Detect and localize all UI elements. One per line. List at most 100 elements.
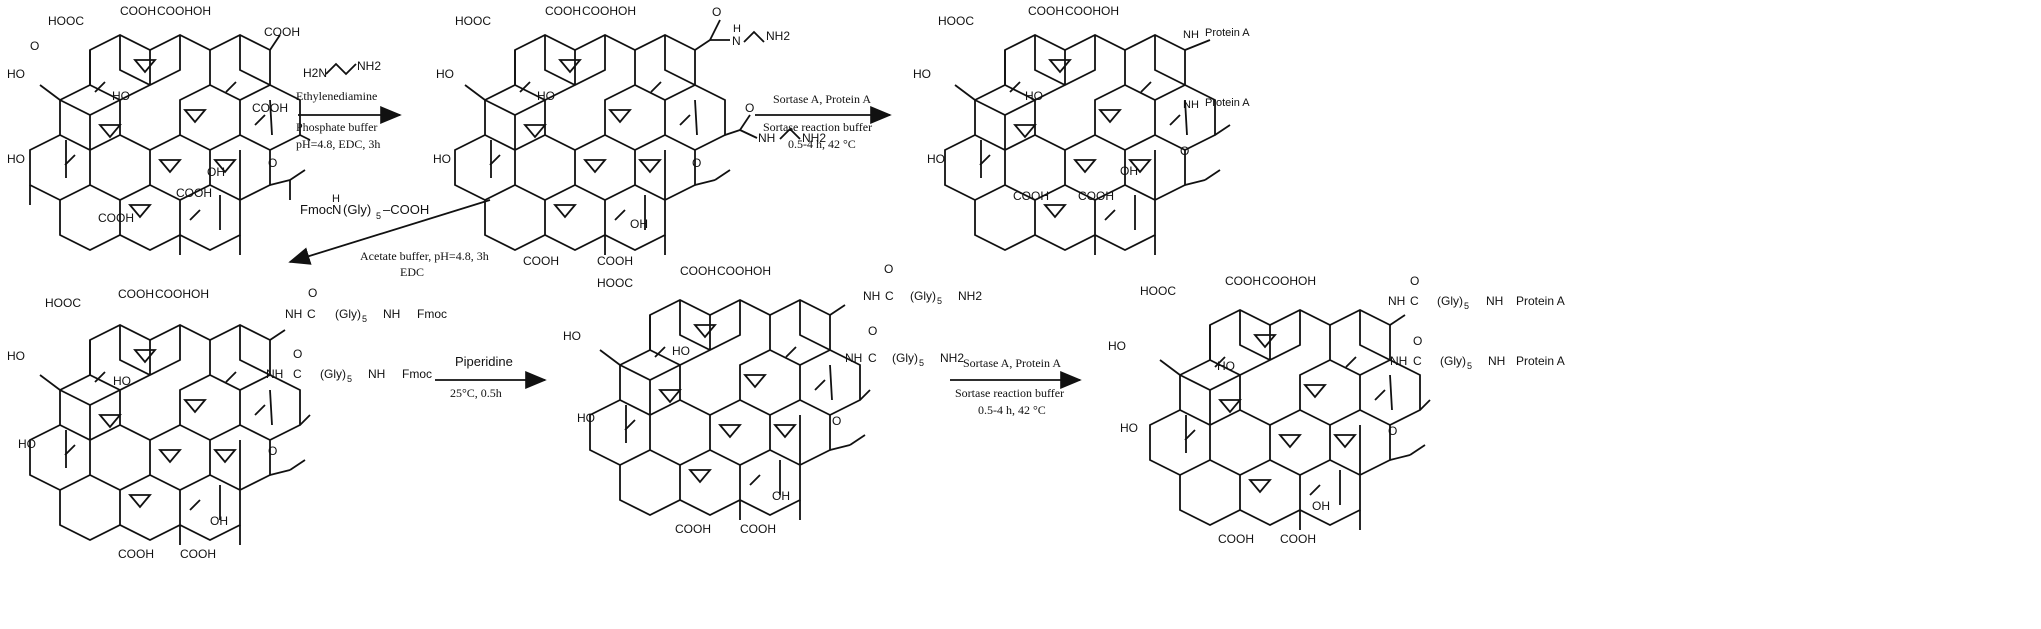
struct2-n-label-1: N — [732, 34, 741, 48]
struct3-protein-a-label-2: Protein A — [1205, 97, 1250, 109]
struct4-nh-label-2: NH — [266, 367, 283, 381]
struct2-o-label-acetyl: O — [692, 156, 701, 170]
structure-6-protein-a-glycine-conjugate — [1149, 309, 1431, 530]
struct2-nh2-label-1: NH2 — [766, 29, 790, 43]
struct4-c-label-2: C — [293, 367, 302, 381]
struct6-nh-label-2b: NH — [1488, 354, 1505, 368]
struct1-cooh-label-right: COOH — [264, 25, 300, 39]
struct4-hooc-label: HOOC — [45, 296, 81, 310]
struct2-nh-label-2: NH — [758, 131, 775, 145]
struct2-nh2-label-2: NH2 — [802, 131, 826, 145]
struct3-cooh-label-bottom-2: COOH — [1078, 189, 1114, 203]
struct3-hooc-label: HOOC — [938, 14, 974, 28]
struct4-o-label-2: O — [293, 347, 302, 361]
struct6-cooh-label-2: COOH — [1262, 274, 1298, 288]
struct6-o-label-1: O — [1410, 274, 1419, 288]
struct2-cooh-label-2: COOH — [582, 4, 618, 18]
step4-reagent: Piperidine — [455, 354, 513, 369]
struct1-cooh-label-mid: COOH — [252, 101, 288, 115]
struct6-nh-label-1b: NH — [1486, 294, 1503, 308]
struct5-c-label-2: C — [868, 351, 877, 365]
struct4-o-label-acetyl: O — [268, 444, 277, 458]
struct3-cooh-label-1: COOH — [1028, 4, 1064, 18]
struct2-oh-label-top: OH — [618, 4, 636, 18]
struct3-cooh-label-bottom-1: COOH — [1013, 189, 1049, 203]
struct2-h-label-1: H — [733, 23, 741, 35]
struct3-ho-label-left: HO — [913, 67, 931, 81]
struct6-c-label-1: C — [1410, 294, 1419, 308]
structure-2-amine-functionalized — [454, 19, 758, 255]
struct4-ho-label-bottom: HO — [18, 437, 36, 451]
struct5-ho-label-bottom: HO — [577, 411, 595, 425]
struct1-oh-label-bottom: OH — [207, 165, 225, 179]
step2-reagent: Sortase A, Protein A — [773, 92, 871, 106]
struct6-ho-label-mid: HO — [1217, 359, 1235, 373]
reaction-arrow-5: Sortase A, Protein A Sortase reaction bu… — [950, 356, 1082, 417]
step5-reagent: Sortase A, Protein A — [963, 356, 1061, 370]
struct2-cooh-label-bottom-2: COOH — [597, 254, 633, 268]
struct6-o-label-acetyl: O — [1388, 424, 1397, 438]
struct4-o-label-1: O — [308, 286, 317, 300]
step3-reagent-fmoc: Fmoc — [300, 202, 333, 217]
struct5-nh-label-1: NH — [863, 289, 880, 303]
struct4-cooh-label-2: COOH — [155, 287, 191, 301]
struct3-nh-label-2: NH — [1183, 99, 1199, 111]
struct3-oh-label-top: OH — [1101, 4, 1119, 18]
struct5-cooh-label-1: COOH — [680, 264, 716, 278]
step4-condition: 25°C, 0.5h — [450, 386, 502, 400]
struct1-ho-label-left: HO — [7, 67, 25, 81]
struct6-o-label-2: O — [1413, 334, 1422, 348]
struct5-gly-label-2: (Gly) — [892, 351, 918, 365]
struct5-cooh-label-bottom-1: COOH — [675, 522, 711, 536]
struct5-nh-label-2: NH — [845, 351, 862, 365]
struct6-cooh-label-bottom-1: COOH — [1218, 532, 1254, 546]
struct1-ho-label-mid: HO — [112, 89, 130, 103]
struct1-ho-label-bottom: HO — [7, 152, 25, 166]
step1-reagent: Ethylenediamine — [296, 89, 377, 103]
struct5-oh-label-top: OH — [753, 264, 771, 278]
struct5-cooh-label-bottom-2: COOH — [740, 522, 776, 536]
struct1-cooh-label-bottom-1: COOH — [98, 211, 134, 225]
struct2-oh-label-bottom: OH — [630, 217, 648, 231]
struct5-nh2-label-1: NH2 — [958, 289, 982, 303]
step3-condition-1: Acetate buffer, pH=4.8, 3h — [360, 249, 489, 263]
struct3-oh-label-bottom: OH — [1120, 164, 1138, 178]
reaction-arrow-3: Fmoc H N (Gly) 5 –COOH Acetate buffer, p… — [288, 193, 491, 279]
struct2-hooc-label: HOOC — [455, 14, 491, 28]
struct1-cooh-label-bottom-2: COOH — [176, 186, 212, 200]
step3-reagent-n: N — [332, 202, 341, 217]
struct6-oh-label-top: OH — [1298, 274, 1316, 288]
struct4-cooh-label-bottom-2: COOH — [180, 547, 216, 561]
struct5-nh2-label-2: NH2 — [940, 351, 964, 365]
struct6-gly-label-1: (Gly) — [1437, 294, 1463, 308]
struct5-hooc-label: HOOC — [597, 276, 633, 290]
step3-reagent-h: H — [332, 193, 340, 205]
struct3-ho-label-bottom: HO — [927, 152, 945, 166]
step2-condition-1: Sortase reaction buffer — [763, 120, 872, 134]
reaction-arrow-4: Piperidine 25°C, 0.5h — [435, 354, 547, 400]
struct4-gly-label-2: (Gly) — [320, 367, 346, 381]
struct2-cooh-label-1: COOH — [545, 4, 581, 18]
step3-reagent-gly: (Gly) — [343, 202, 371, 217]
struct4-cooh-label-1: COOH — [118, 287, 154, 301]
structure-5-deprotected-glycine-conjugate — [589, 299, 871, 520]
struct3-ho-label-mid: HO — [1025, 89, 1043, 103]
struct5-ho-label-left: HO — [563, 329, 581, 343]
step3-condition-2: EDC — [400, 265, 424, 279]
struct4-fmoc-label-2: Fmoc — [402, 367, 432, 381]
struct6-c-label-2: C — [1413, 354, 1422, 368]
structure-3-protein-a-conjugate — [944, 34, 1231, 255]
struct2-ho-label-left: HO — [436, 67, 454, 81]
struct5-gly-label-1: (Gly) — [910, 289, 936, 303]
struct4-gly-subscript-1: 5 — [362, 314, 367, 324]
struct5-o-label-acetyl: O — [832, 414, 841, 428]
struct2-cooh-label-bottom-1: COOH — [523, 254, 559, 268]
struct5-gly-subscript-1: 5 — [937, 296, 942, 306]
struct2-o-label-amide-1: O — [712, 5, 721, 19]
struct6-ho-label-left: HO — [1108, 339, 1126, 353]
step3-reagent-subscript: 5 — [376, 211, 381, 221]
struct3-cooh-label-2: COOH — [1065, 4, 1101, 18]
struct1-hooc-label: HOOC — [48, 14, 84, 28]
reaction-arrow-2: Sortase A, Protein A Sortase reaction bu… — [755, 92, 892, 151]
